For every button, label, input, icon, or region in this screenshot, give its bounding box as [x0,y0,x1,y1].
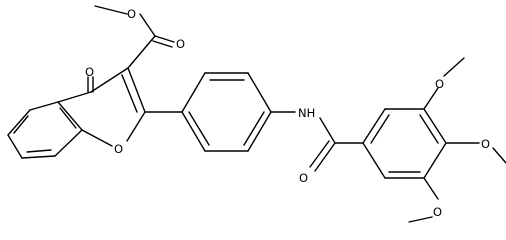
bond [139,13,156,37]
bond [419,114,439,144]
bond [13,115,29,134]
bond [362,108,386,144]
bond [247,111,272,152]
structure-drawing: O O O O NH O O O O [7,5,506,223]
bond [181,111,206,152]
ester-oxygen-label: O [127,7,136,21]
bond [443,57,465,77]
ketone-oxygen-label: O [85,65,94,79]
methoxy-top-oxygen-label: O [435,77,444,91]
bond [188,111,210,146]
bond [247,72,272,113]
bond [21,155,56,159]
bond [152,40,173,48]
bond [57,91,92,103]
bond [423,142,447,179]
bond [362,142,386,179]
methoxy-bottom-oxygen-label: O [433,205,442,219]
bond [154,35,175,43]
bond [57,101,83,131]
bond [26,149,52,153]
bond [126,111,146,142]
ester-carbonyl-oxygen-label: O [176,37,185,51]
bond [127,67,146,113]
pyran-oxygen-label: O [114,142,123,156]
bond [81,129,113,147]
bond [121,74,138,113]
bond [7,109,31,136]
bond [90,67,129,93]
bond [7,134,23,159]
bond [59,107,77,129]
atom-labels: O O O O NH O O O O [85,7,490,219]
bond [492,147,506,164]
bond [423,108,447,144]
bond [309,140,330,168]
methoxy-middle-oxygen-label: O [481,137,490,151]
bonds [7,5,506,223]
bond [423,87,439,110]
bond [408,216,433,223]
bond [54,129,83,157]
bond [423,177,439,200]
amide-oxygen-label: O [299,171,308,185]
bond [243,111,265,146]
bond [94,5,128,15]
bond [181,72,206,113]
bond [319,117,336,144]
bond [127,35,156,69]
bond [29,101,59,111]
amide-nh-label: NH [298,106,315,120]
bond [370,114,390,144]
bond [314,142,336,172]
